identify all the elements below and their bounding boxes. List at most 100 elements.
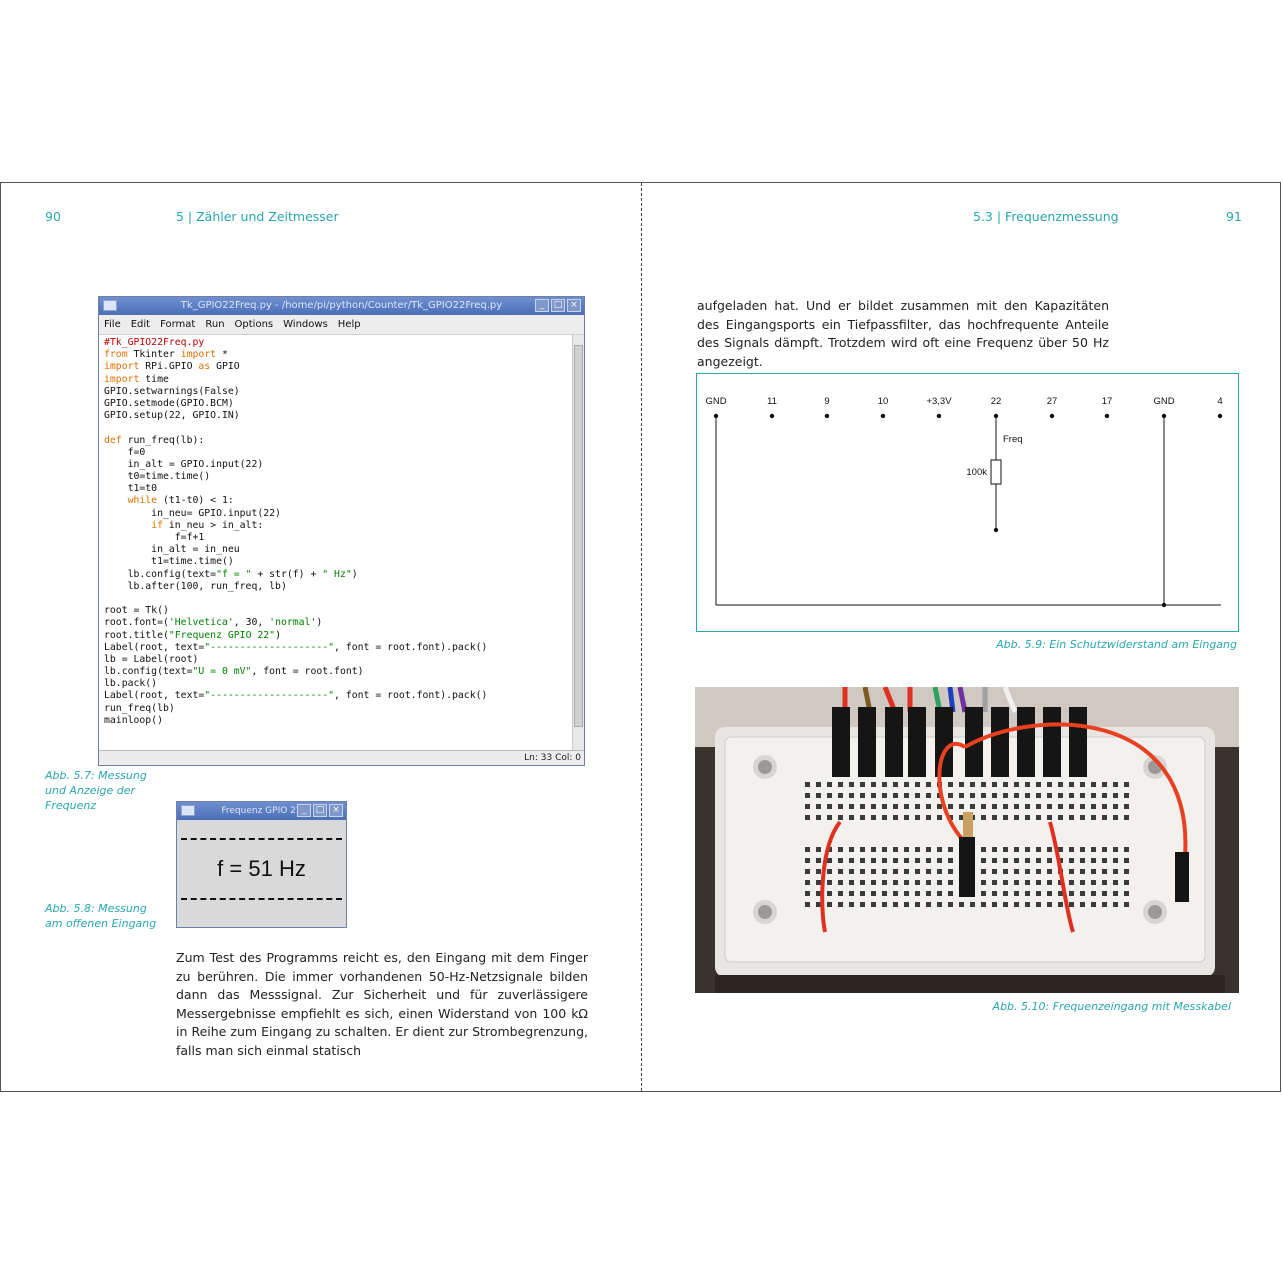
window-app-icon bbox=[103, 300, 117, 311]
ide-titlebar[interactable]: Tk_GPIO22Freq.py - /home/pi/python/Count… bbox=[99, 297, 584, 315]
code-line: if in_neu > in_alt: bbox=[151, 519, 264, 531]
maximize-icon[interactable]: □ bbox=[313, 804, 327, 817]
code-line: import RPi.GPIO as GPIO bbox=[104, 361, 240, 373]
code-line: while (t1-t0) < 1: bbox=[127, 495, 234, 507]
code-line: Label(root, text="--------------------",… bbox=[104, 641, 488, 653]
pin-dot bbox=[1049, 413, 1055, 419]
running-head-left: 5 | Zähler und Zeitmesser bbox=[176, 209, 339, 224]
code-line bbox=[104, 727, 567, 739]
pin-dot bbox=[769, 413, 775, 419]
menu-format[interactable]: Format bbox=[160, 319, 196, 330]
code-line: def run_freq(lb): bbox=[104, 434, 205, 446]
net-label-freq: Freq bbox=[1003, 434, 1023, 445]
ide-window: Tk_GPIO22Freq.py - /home/pi/python/Count… bbox=[98, 296, 585, 766]
page-number-left: 90 bbox=[45, 209, 61, 224]
pin-label: 11 bbox=[767, 396, 777, 407]
code-line: f=f+1 bbox=[104, 532, 205, 543]
dash-line-bottom bbox=[181, 898, 342, 900]
schematic-svg: GND 11 9 10 +3,3V 22 27 17 GND 4 Freq 100k bbox=[705, 396, 1223, 608]
pin-label: 10 bbox=[878, 396, 889, 407]
ide-menubar: File Edit Format Run Options Windows Hel… bbox=[99, 315, 584, 335]
code-line: f=0 bbox=[104, 446, 146, 458]
code-line: Label(root, text="--------------------",… bbox=[104, 690, 488, 702]
code-line: lb.config(text="U = 0 mV", font = root.f… bbox=[104, 666, 364, 678]
pin-dot bbox=[880, 413, 886, 419]
caption-5-10: Abb. 5.10: Frequenzeingang mit Messkabel bbox=[992, 1000, 1231, 1013]
code-line: root = Tk() bbox=[104, 605, 169, 617]
resistor-symbol bbox=[990, 459, 1002, 485]
minimize-icon[interactable]: _ bbox=[297, 804, 311, 817]
gutter-line bbox=[641, 183, 642, 1091]
code-line: t0=time.time() bbox=[104, 471, 211, 483]
code-line: t1=t0 bbox=[104, 483, 158, 495]
code-line: in_alt = in_neu bbox=[104, 544, 240, 556]
pin-label: 27 bbox=[1047, 396, 1058, 407]
breadboard-photo-art bbox=[695, 687, 1239, 993]
code-line: root.title("Frequenz GPIO 22") bbox=[104, 629, 281, 641]
code-line: lb.pack() bbox=[104, 678, 158, 690]
code-line: #Tk_GPIO22Freq.py bbox=[104, 337, 205, 348]
minimize-icon[interactable]: _ bbox=[535, 299, 549, 312]
running-head-right: 5.3 | Frequenzmessung bbox=[973, 209, 1119, 224]
code-line: GPIO.setup(22, GPIO.IN) bbox=[104, 410, 240, 422]
status-bar: Ln: 33 Col: 0 bbox=[99, 750, 584, 765]
code-line: lb = Label(root) bbox=[104, 653, 199, 665]
vertical-scrollbar[interactable] bbox=[572, 335, 584, 751]
code-line: import time bbox=[104, 373, 169, 385]
caption-5-7: Abb. 5.7: Messung und Anzeige der Freque… bbox=[45, 769, 147, 812]
pin-label: +3,3V bbox=[926, 396, 952, 407]
frequency-value: f = 51 Hz bbox=[217, 856, 306, 881]
code-line bbox=[104, 422, 567, 434]
freq-titlebar[interactable]: Frequenz GPIO 22 _ □ × bbox=[177, 802, 346, 820]
code-line: lb.config(text="f = " + str(f) + " Hz") bbox=[104, 568, 358, 580]
pin-label: 4 bbox=[1217, 396, 1222, 407]
code-line: GPIO.setmode(GPIO.BCM) bbox=[104, 397, 234, 409]
body-text-left: Zum Test des Programms reicht es, den Ei… bbox=[176, 949, 588, 1061]
code-line: lb.after(100, run_freq, lb) bbox=[104, 580, 287, 592]
pin-dot bbox=[1104, 413, 1110, 419]
book-spread: 90 5 | Zähler und Zeitmesser Tk_GPIO22Fr… bbox=[0, 182, 1281, 1092]
body-text-right: aufgeladen hat. Und er bildet zusammen m… bbox=[697, 297, 1109, 371]
breadboard-photo bbox=[695, 687, 1239, 993]
pin-label: GND bbox=[1153, 396, 1174, 407]
menu-windows[interactable]: Windows bbox=[283, 319, 328, 330]
pin-label: 17 bbox=[1102, 396, 1113, 407]
pin-label: GND bbox=[705, 396, 726, 407]
junction-dot bbox=[1161, 602, 1167, 608]
code-line: GPIO.setwarnings(False) bbox=[104, 385, 240, 397]
code-line: t1=time.time() bbox=[104, 556, 234, 568]
menu-run[interactable]: Run bbox=[205, 319, 225, 330]
open-input-dot bbox=[993, 527, 999, 533]
paragraph: aufgeladen hat. Und er bildet zusammen m… bbox=[697, 298, 1109, 369]
window-app-icon bbox=[181, 805, 195, 816]
scrollbar-thumb[interactable] bbox=[574, 345, 583, 727]
caption-5-9: Abb. 5.9: Ein Schutzwiderstand am Eingan… bbox=[996, 638, 1237, 651]
schematic-figure: GND 11 9 10 +3,3V 22 27 17 GND 4 Freq 100k bbox=[696, 373, 1239, 632]
pin-dot bbox=[824, 413, 830, 419]
resistor-label: 100k bbox=[966, 467, 987, 478]
pin-dot bbox=[1217, 413, 1223, 419]
pin-label: 22 bbox=[991, 396, 1002, 407]
code-line: root.font=('Helvetica', 30, 'normal') bbox=[104, 617, 323, 629]
paragraph: Zum Test des Programms reicht es, den Ei… bbox=[176, 950, 588, 1058]
close-icon[interactable]: × bbox=[329, 804, 343, 817]
frequency-window: Frequenz GPIO 22 _ □ × f = 51 Hz bbox=[176, 801, 347, 928]
code-line: run_freq(lb) bbox=[104, 702, 175, 714]
pin-label: 9 bbox=[824, 396, 829, 407]
menu-help[interactable]: Help bbox=[337, 319, 361, 330]
pin-dot bbox=[936, 413, 942, 419]
ide-title: Tk_GPIO22Freq.py - /home/pi/python/Count… bbox=[180, 300, 503, 311]
page-number-right: 91 bbox=[1226, 209, 1242, 224]
freq-title: Frequenz GPIO 22 bbox=[221, 806, 302, 816]
menu-file[interactable]: File bbox=[104, 319, 121, 330]
menu-edit[interactable]: Edit bbox=[130, 319, 151, 330]
menu-options[interactable]: Options bbox=[234, 319, 274, 330]
dash-line-top bbox=[181, 838, 342, 840]
code-line: from Tkinter import * bbox=[104, 349, 228, 361]
close-icon[interactable]: × bbox=[567, 299, 581, 312]
caption-5-8: Abb. 5.8: Messung am offenen Eingang bbox=[45, 902, 157, 930]
code-line: in_alt = GPIO.input(22) bbox=[104, 458, 264, 470]
code-line bbox=[104, 593, 567, 605]
maximize-icon[interactable]: □ bbox=[551, 299, 565, 312]
